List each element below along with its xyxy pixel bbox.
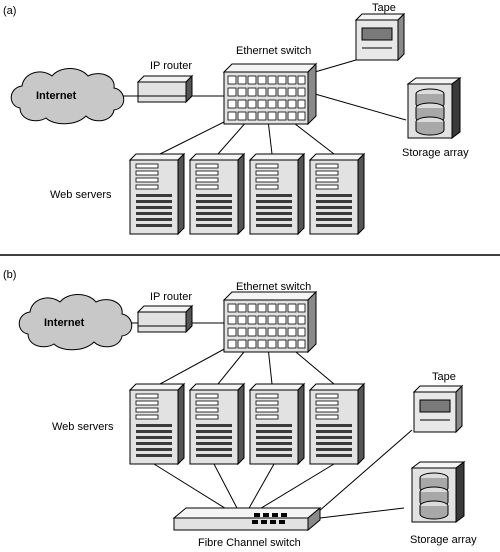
ethernet-switch [223, 291, 317, 353]
storage-array [411, 461, 465, 523]
ip-router-label: IP router [150, 291, 192, 303]
web-server-2 [189, 383, 245, 465]
internet-label: Internet [36, 90, 77, 102]
panel-b: (b) Internet IP router Ethernet switch [3, 269, 477, 549]
web-servers-label: Web servers [50, 189, 112, 201]
web-server-4 [309, 383, 365, 465]
panel-a-tag: (a) [3, 5, 16, 17]
web-server-4 [309, 153, 365, 235]
web-server-2 [189, 153, 245, 235]
ip-router [137, 75, 193, 103]
ip-router-label: IP router [150, 60, 192, 72]
ethernet-switch [223, 63, 317, 125]
ip-router [137, 305, 193, 333]
tape-label: Tape [432, 371, 456, 383]
tape-drive [413, 385, 463, 433]
fibre-channel-switch-label: Fibre Channel switch [198, 537, 301, 549]
panel-b-links [122, 322, 413, 519]
storage-array-label: Storage array [402, 147, 469, 159]
panel-b-tag: (b) [3, 269, 16, 281]
web-server-1 [129, 153, 185, 235]
web-server-3 [249, 153, 305, 235]
tape-label: Tape [372, 2, 396, 14]
web-servers-label: Web servers [52, 421, 114, 433]
tape-drive [355, 13, 405, 61]
ethernet-switch-label: Ethernet switch [236, 45, 311, 57]
web-server-3 [249, 383, 305, 465]
storage-array-label: Storage array [410, 534, 477, 546]
fibre-channel-switch [173, 507, 321, 531]
ethernet-switch-label: Ethernet switch [236, 281, 311, 293]
panel-a: (a) Internet IP router Ethernet switch T… [3, 2, 469, 235]
web-server-1 [129, 383, 185, 465]
internet-label: Internet [44, 317, 85, 329]
storage-array [407, 77, 461, 139]
